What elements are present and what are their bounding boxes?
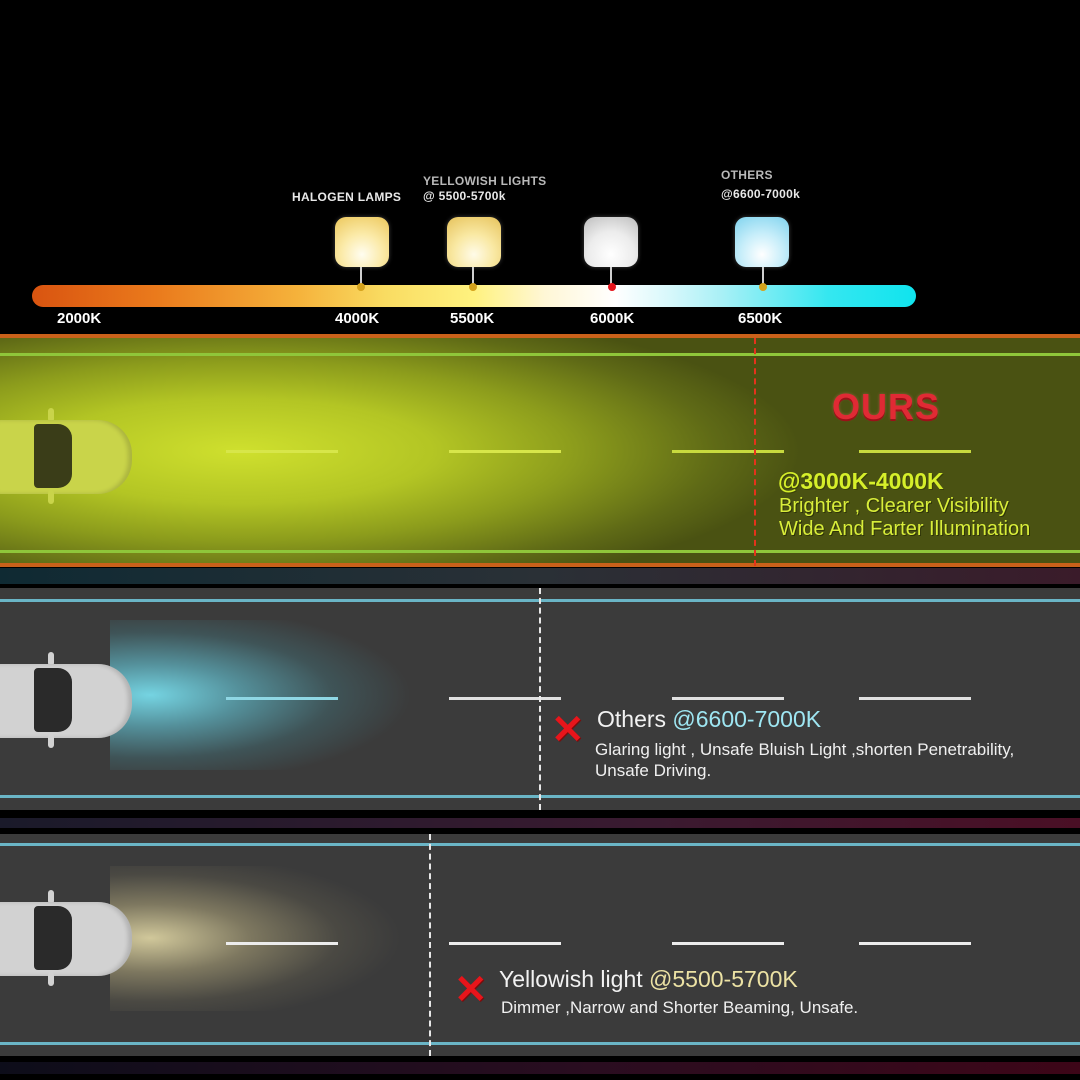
yellowish-lights-label: YELLOWISH LIGHTS <box>423 174 547 188</box>
lane-dash <box>672 450 784 453</box>
marker-dot-6500k-icon <box>759 283 767 291</box>
yellowish-road-panel <box>0 834 1080 1056</box>
others-title: Others @6600-7000K <box>597 706 821 733</box>
kelvin-label-6000k: 6000K <box>590 310 635 327</box>
lamp-stem <box>610 267 612 287</box>
x-cross-icon: ✕ <box>551 708 585 752</box>
marker-dot-6000k-icon <box>608 283 616 291</box>
road-edge-line-top <box>0 353 1080 356</box>
blue-beam <box>110 620 550 770</box>
lane-dash <box>859 697 971 700</box>
yellowish-kelvin-range: @5500-5700K <box>649 966 798 992</box>
yellowish-title-prefix: Yellowish light <box>499 966 650 992</box>
yellowish-description: Dimmer ,Narrow and Shorter Beaming, Unsa… <box>501 998 859 1017</box>
lane-dash <box>672 697 784 700</box>
others-title-prefix: Others <box>597 706 673 732</box>
lamp-stem <box>472 267 474 287</box>
others-range: @6600-7000k <box>721 187 801 201</box>
yellowish-lights-range: @ 5500-5700k <box>423 189 506 203</box>
distance-marker-dashed-line <box>539 588 541 810</box>
lane-dash <box>226 942 338 945</box>
yellowish-title: Yellowish light @5500-5700K <box>499 966 798 993</box>
lane-dash <box>859 450 971 453</box>
lane-dash <box>859 942 971 945</box>
others-road-panel <box>0 588 1080 810</box>
ours-road-panel <box>0 334 1080 570</box>
lane-dash <box>449 697 561 700</box>
lane-dash <box>226 450 338 453</box>
bluish-lamp-swatch-icon <box>735 217 789 267</box>
car-icon <box>0 408 136 504</box>
ours-kelvin-range: @3000K-4000K <box>778 468 944 494</box>
others-description-line1: Glaring light , Unsafe Bluish Light ,sho… <box>595 740 1015 759</box>
distance-marker-dashed-line <box>754 338 756 566</box>
lane-dash <box>226 697 338 700</box>
car-icon <box>0 652 136 748</box>
kelvin-label-5500k: 5500K <box>450 310 495 327</box>
marker-dot-4000k-icon <box>357 283 365 291</box>
color-temperature-scale: HALOGEN LAMPS YELLOWISH LIGHTS @ 5500-57… <box>0 0 1080 335</box>
distance-marker-dashed-line <box>429 834 431 1056</box>
others-kelvin-range: @6600-7000K <box>672 706 822 732</box>
ours-description-line1: Brighter , Clearer Visibility <box>779 495 1009 517</box>
kelvin-gradient-bar <box>32 285 916 307</box>
ours-title: OURS <box>832 386 941 427</box>
halogen-lamps-label: HALOGEN LAMPS <box>292 190 402 204</box>
warm-beam <box>110 866 530 1011</box>
lamp-stem <box>762 267 764 287</box>
lane-dash <box>449 450 561 453</box>
road-edge-line-top <box>0 843 1080 846</box>
others-description-line2: Unsafe Driving. <box>595 761 712 780</box>
halogen-lamp-swatch-icon <box>335 217 389 267</box>
ours-description-line2: Wide And Farter Illumination <box>779 518 1031 540</box>
white-lamp-swatch-icon <box>584 217 638 267</box>
marker-dot-5500k-icon <box>469 283 477 291</box>
road-edge-line-bottom <box>0 1042 1080 1045</box>
others-label: OTHERS <box>721 168 773 182</box>
car-icon <box>0 890 136 986</box>
lane-dash <box>672 942 784 945</box>
kelvin-label-4000k: 4000K <box>335 310 380 327</box>
lamp-stem <box>360 267 362 287</box>
panel-bottom-border <box>0 563 1080 567</box>
road-edge-line-bottom <box>0 550 1080 553</box>
kelvin-label-6500k: 6500K <box>738 310 783 327</box>
yellowish-lamp-swatch-icon <box>447 217 501 267</box>
panel-top-border <box>0 334 1080 338</box>
lane-dash <box>449 942 561 945</box>
separator-strip-glow <box>0 818 1080 828</box>
x-cross-icon: ✕ <box>454 968 488 1012</box>
separator-strip <box>0 568 1080 584</box>
bottom-strip-glow <box>0 1062 1080 1074</box>
kelvin-label-2000k: 2000K <box>57 310 102 327</box>
